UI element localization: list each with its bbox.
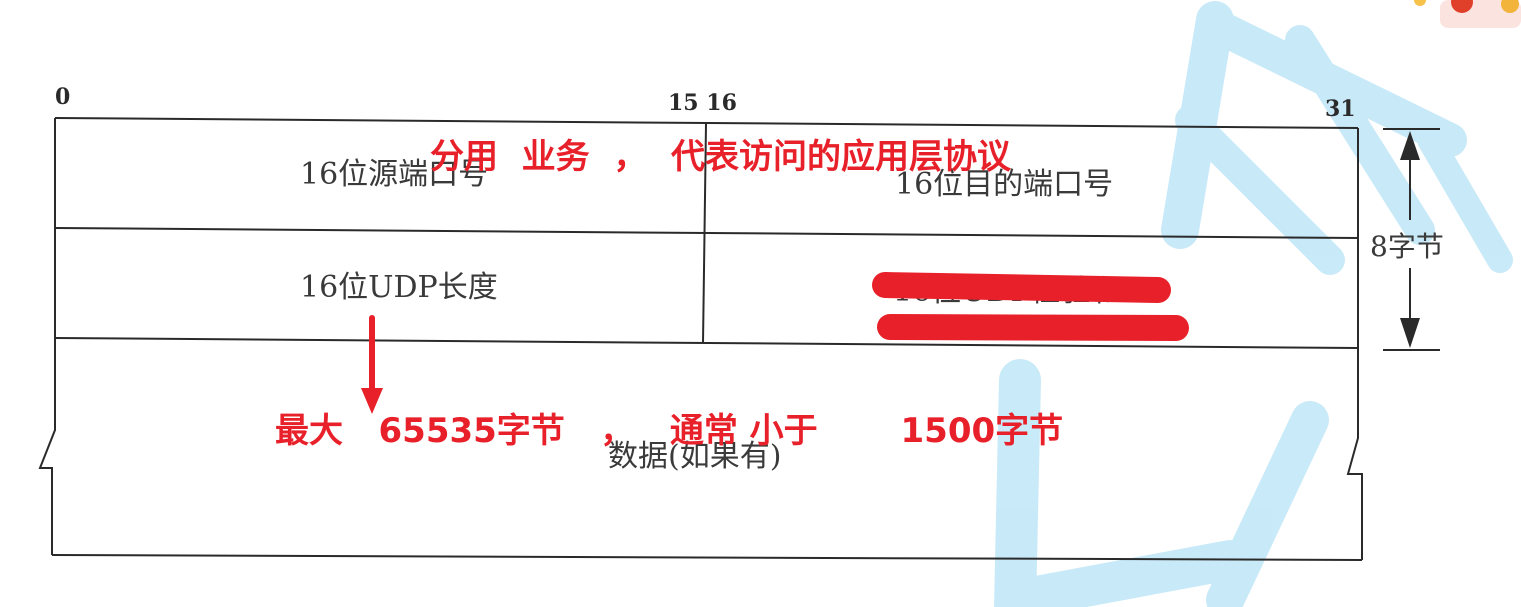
port-annotation: 分用 业务 ， 代表访问的应用层协议: [430, 137, 1012, 177]
checksum-redaction: [872, 272, 1189, 341]
arrow-down-icon: [1400, 318, 1420, 348]
corner-decoration-icon: [1414, 0, 1521, 28]
field-dest-port: 16位目的端口号: [895, 167, 1113, 202]
field-data: 数据(如果有): [608, 439, 781, 474]
bit-label-end: 31: [1325, 96, 1356, 122]
red-arrow-down-icon: [361, 315, 383, 414]
length-annotation: 最大 65535字节 ， 通常 小于 1500字节: [275, 411, 1063, 451]
bit-label-start: 0: [55, 84, 70, 110]
bit-label-mid: 15 16: [668, 90, 737, 116]
field-source-port: 16位源端口号: [300, 157, 488, 192]
header-frame: [38, 117, 1363, 561]
arrow-up-icon: [1400, 131, 1420, 160]
watermark: [994, 1, 1513, 607]
field-udp-length: 16位UDP长度: [300, 270, 498, 305]
header-size-label: 8字节: [1370, 230, 1444, 263]
header-size-marker: [1383, 128, 1440, 351]
